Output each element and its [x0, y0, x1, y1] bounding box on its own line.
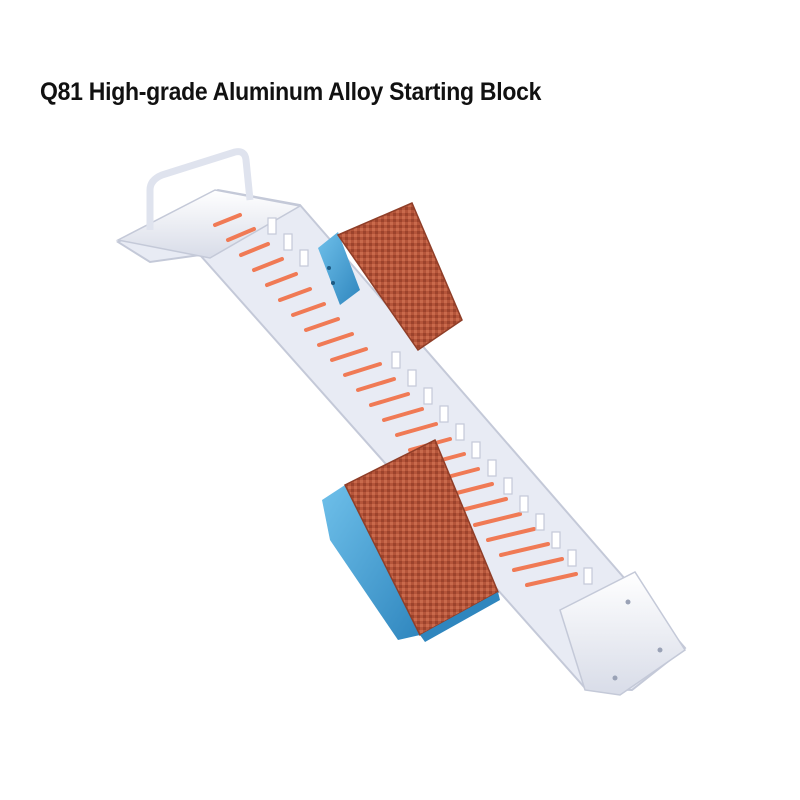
notch-rail — [267, 217, 593, 585]
rear-pedal — [318, 202, 463, 352]
front-pedal — [322, 438, 500, 642]
track-stripes — [213, 213, 578, 587]
product-title: Q81 High-grade Aluminum Alloy Starting B… — [40, 78, 542, 106]
